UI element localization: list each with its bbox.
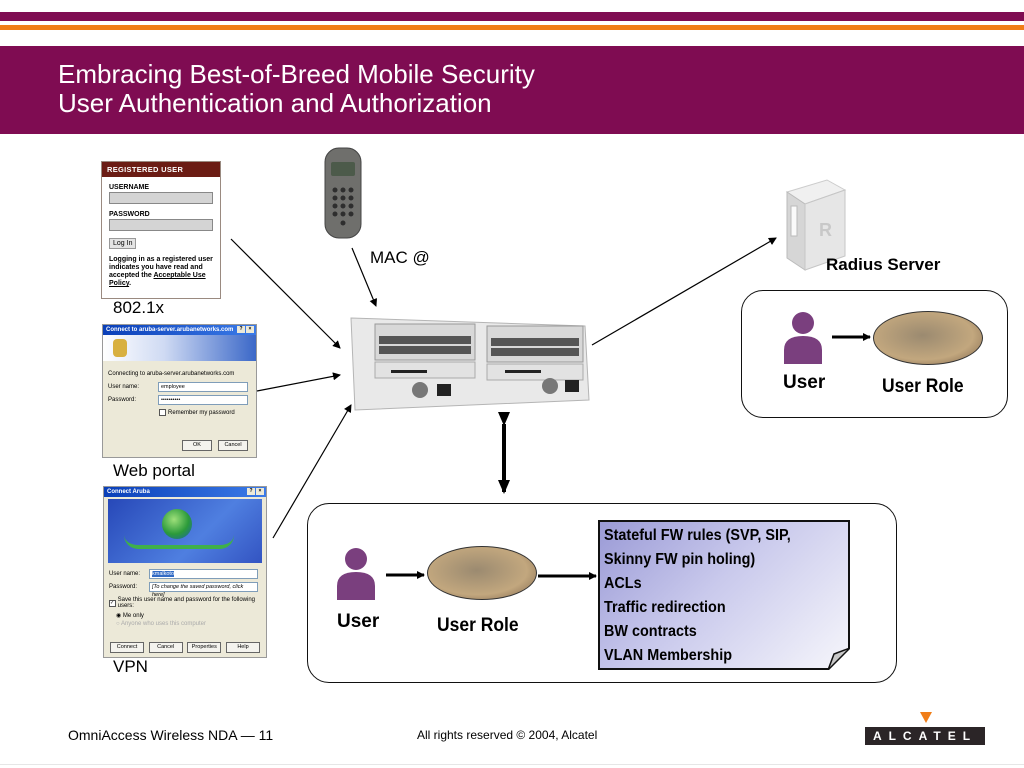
footer-divider (0, 764, 1024, 765)
save-checkbox[interactable]: ✓ (109, 599, 116, 607)
user-icon (784, 312, 822, 364)
ok-button[interactable]: OK (182, 440, 212, 451)
password-label: PASSWORD (109, 211, 150, 218)
password-input[interactable]: •••••••••• (158, 395, 248, 405)
remember-label: Remember my password (168, 409, 235, 416)
label-web-portal: Web portal (113, 461, 195, 480)
arrow-webportal-to-switch (256, 372, 341, 392)
label-vpn: VPN (113, 657, 148, 676)
svg-text:R: R (819, 220, 832, 240)
username-label: User name: (109, 571, 141, 577)
save-label: Save this user name and password for the… (117, 597, 256, 609)
help-icon[interactable]: ? (237, 326, 245, 333)
title-line-1: Embracing Best-of-Breed Mobile Security (58, 59, 535, 89)
wireless-phone-icon (324, 147, 362, 239)
login-header: REGISTERED USER (102, 162, 220, 177)
user-icon (337, 548, 375, 600)
title-bar (0, 46, 1024, 134)
password-value: [To change the saved password, click her… (152, 584, 244, 598)
policy-note-text: Logging in as a registered user indicate… (109, 256, 213, 279)
alcatel-logo-triangle-icon (920, 712, 932, 723)
slide-title: Embracing Best-of-Breed Mobile Security … (58, 60, 535, 118)
dialog-titlebar: Connect Aruba ?× (104, 487, 266, 497)
connect-button[interactable]: Connect (110, 642, 144, 653)
web-portal-dialog: Connect to aruba-server.arubanetworks.co… (102, 324, 257, 458)
password-value: •••••••••• (161, 397, 181, 403)
password-label: Password: (108, 397, 137, 403)
cancel-button[interactable]: Cancel (148, 642, 183, 653)
close-icon[interactable]: × (246, 326, 254, 333)
radius-user-role-label: User Role (882, 376, 964, 397)
connecting-text: Connecting to aruba-server.arubanetworks… (108, 371, 235, 377)
username-value: kmalkoto (152, 571, 175, 577)
close-icon[interactable]: × (256, 488, 264, 495)
accent-band (0, 25, 1024, 30)
policy-item: VLAN Membership (604, 647, 733, 664)
properties-button[interactable]: Properties (187, 642, 222, 653)
help-icon[interactable]: ? (247, 488, 255, 495)
vpn-banner (108, 499, 262, 563)
mac-address-label: MAC @ (370, 248, 430, 267)
radius-user-label: User (783, 372, 826, 393)
switch-user-label: User (337, 611, 380, 632)
policy-item: ACLs (604, 575, 642, 592)
switch-user-role-label: User Role (437, 615, 519, 636)
anyone-radio[interactable]: ○ Anyone who uses this computer (116, 621, 207, 627)
password-label: Password: (109, 584, 138, 590)
user-role-image (427, 546, 537, 600)
radius-server-icon: R (785, 179, 847, 271)
cancel-button[interactable]: Cancel (218, 440, 248, 451)
me-only-radio[interactable]: ◉ Me only (116, 613, 144, 619)
help-button[interactable]: Help (225, 642, 260, 653)
user-role-image (873, 311, 983, 365)
me-only-label: Me only (122, 613, 144, 619)
policy-item: Traffic redirection (604, 599, 726, 616)
dialog-title: Connect to aruba-server.arubanetworks.co… (106, 327, 234, 333)
policy-note-end: . (129, 280, 132, 287)
footer-slide-info: OmniAccess Wireless NDA — 11 (68, 727, 274, 743)
top-band (0, 12, 1024, 21)
policy-item: BW contracts (604, 623, 697, 640)
username-field[interactable] (109, 192, 213, 204)
anyone-label: Anyone who uses this computer (120, 621, 207, 627)
radius-server-label: Radius Server (826, 255, 941, 274)
login-button[interactable]: Log In (109, 238, 137, 249)
username-label: USERNAME (109, 184, 150, 191)
keys-icon (113, 339, 127, 357)
username-combo[interactable]: employee (158, 382, 248, 392)
password-field[interactable] (109, 219, 213, 231)
policy-item: Skinny FW pin holing) (604, 551, 756, 568)
username-value: employee (161, 384, 185, 390)
connection-arc-icon (124, 535, 234, 549)
label-8021x: 802.1x (113, 298, 165, 317)
alcatel-logo: ALCATEL (865, 727, 985, 745)
username-label: User name: (108, 384, 140, 390)
registered-user-login: REGISTERED USER USERNAME PASSWORD Log In… (101, 161, 221, 299)
policy-link[interactable]: Acceptable Use Policy (109, 272, 206, 287)
policy-list-note: Stateful FW rules (SVP, SIP, Skinny FW p… (598, 520, 850, 670)
dialog-titlebar: Connect to aruba-server.arubanetworks.co… (103, 325, 256, 335)
remember-checkbox[interactable] (159, 409, 166, 416)
page-curl-icon (828, 648, 850, 670)
policy-note: Logging in as a registered user indicate… (109, 256, 217, 288)
policy-item: Stateful FW rules (SVP, SIP, (604, 527, 791, 544)
omniaccess-switch-icon (350, 317, 590, 411)
title-line-2: User Authentication and Authorization (58, 88, 492, 118)
password-input[interactable]: [To change the saved password, click her… (149, 582, 258, 598)
globe-icon (162, 509, 192, 539)
dialog-banner (103, 335, 256, 361)
username-input[interactable]: kmalkoto (149, 569, 258, 579)
vpn-dialog: Connect Aruba ?× User name: kmalkoto Pas… (103, 486, 267, 658)
dialog-title: Connect Aruba (107, 489, 150, 495)
footer-copyright: All rights reserved © 2004, Alcatel (417, 728, 598, 742)
